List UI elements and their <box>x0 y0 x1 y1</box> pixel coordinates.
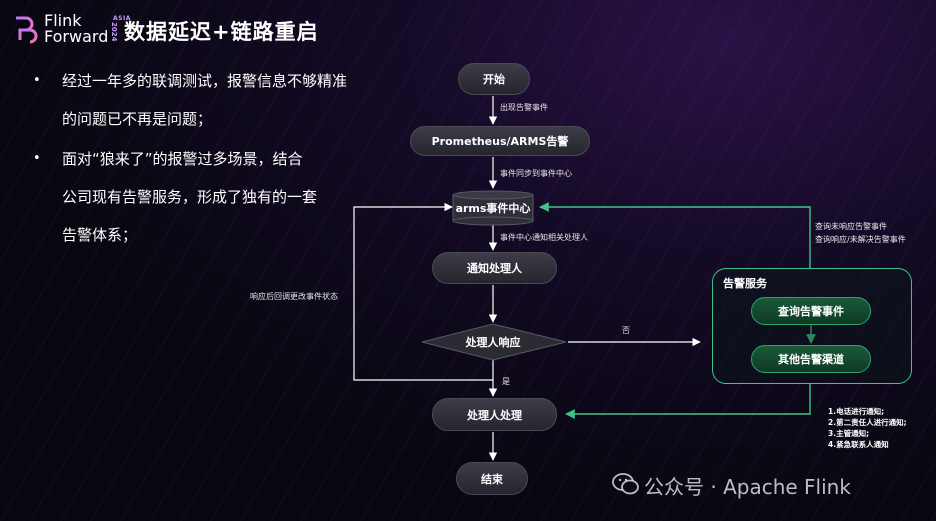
notification-method: 4.紧急联系人通知 <box>828 440 889 449</box>
start-node: 开始 <box>458 63 530 95</box>
bullet-line: 的问题已不再是问题； <box>62 110 213 128</box>
edge-label-start-prometheus: 出现告警事件 <box>500 103 548 112</box>
end-node: 结束 <box>456 462 528 495</box>
watermark: 公众号 · Apache Flink <box>612 470 912 500</box>
bullet-item: • 经过一年多的联调测试，报警信息不够精准 的问题已不再是问题； <box>30 62 375 138</box>
edge-loop-back <box>353 202 493 381</box>
edge-label-loop-back: 响应后回调更改事件状态 <box>250 292 338 301</box>
bullet-line: 告警体系； <box>62 226 138 244</box>
flink-logo-icon <box>16 16 38 44</box>
edge-label-center-notify: 事件中心通知相关处理人 <box>500 233 588 242</box>
notification-method: 2.第二责任人进行通知; <box>828 418 907 427</box>
edge-label-query-unresponded: 查询未响应告警事件 <box>815 222 887 231</box>
notification-methods-list: 1.电话进行通知; 2.第二责任人进行通知; 3.主管通知; 4.紧急联系人通知 <box>828 406 907 450</box>
edge-label-query-unresolved: 查询响应/未解决告警事件 <box>815 235 906 244</box>
query-alert-events-node: 查询告警事件 <box>751 297 871 325</box>
alert-service-title: 告警服务 <box>723 277 767 290</box>
notification-method: 1.电话进行通知; <box>828 407 885 416</box>
event-center-cylinder-shape <box>452 190 534 226</box>
logo-text-flink: Flink <box>44 11 82 30</box>
notify-handler-node: 通知处理人 <box>432 252 557 284</box>
arms-event-center-node: arms事件中心 <box>455 202 531 215</box>
bullet-list: • 经过一年多的联调测试，报警信息不够精准 的问题已不再是问题； • 面对“狼来… <box>30 62 375 256</box>
bullet-item: • 面对“狼来了”的报警过多场景，结合 公司现有告警服务，形成了独有的一套 告警… <box>30 140 375 254</box>
bullet-dot: • <box>33 73 41 88</box>
page-title: 数据延迟+链路重启 <box>124 20 319 44</box>
bullet-line: 公司现有告警服务，形成了独有的一套 <box>62 188 318 206</box>
bullet-line: 面对“狼来了”的报警过多场景，结合 <box>62 150 303 168</box>
edge-label-prometheus-center: 事件同步到事件中心 <box>500 169 572 178</box>
wechat-icon <box>612 473 639 495</box>
handler-response-decision: 处理人响应 <box>465 336 521 349</box>
edge-label-yes: 是 <box>502 377 510 386</box>
decision-diamond-shape <box>421 323 567 361</box>
flink-forward-logo: Flink Forward ASIA 2024 <box>12 12 572 52</box>
edge-service-center <box>539 202 811 268</box>
bullet-dot: • <box>33 151 41 166</box>
handler-process-node: 处理人处理 <box>432 398 557 431</box>
prometheus-arms-node: Prometheus/ARMS告警 <box>410 126 590 156</box>
other-alert-channels-node: 其他告警渠道 <box>751 345 871 373</box>
edge-label-no: 否 <box>622 326 630 335</box>
logo-text-forward: Forward <box>44 27 109 46</box>
notification-method: 3.主管通知; <box>828 429 870 438</box>
watermark-text: 公众号 · Apache Flink <box>644 475 851 499</box>
bullet-line: 经过一年多的联调测试，报警信息不够精准 <box>62 72 348 90</box>
logo-text-asia: ASIA <box>113 15 131 22</box>
edge-service-handle <box>565 384 811 419</box>
